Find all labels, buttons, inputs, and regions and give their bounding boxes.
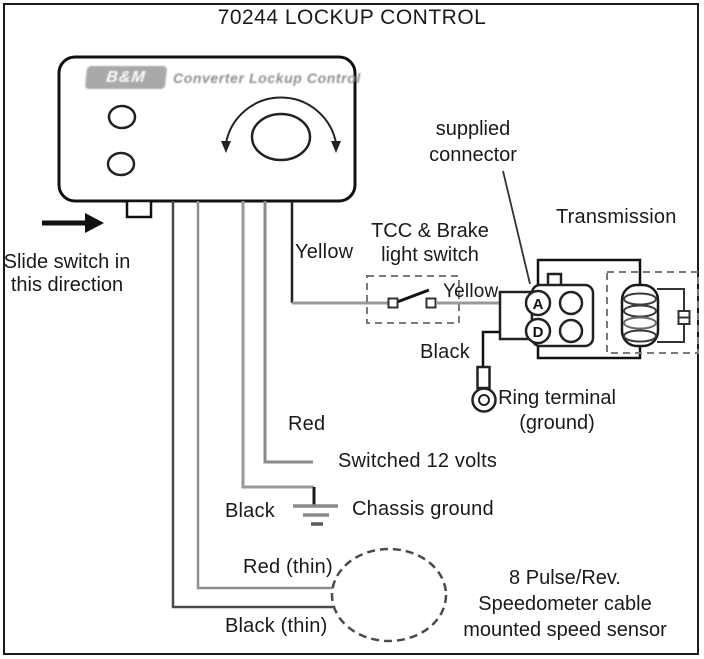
indicator-led-top: [107, 104, 137, 130]
tcc-label-line1: TCC & Brake: [371, 220, 489, 242]
slide-switch-note-line2: this direction: [10, 274, 124, 296]
slide-switch-note: Slide switch in this direction: [2, 251, 132, 297]
brand-badge: B&M: [84, 66, 168, 89]
yellow-wire-label: Yellow: [295, 241, 354, 263]
switch-terminal-left: [387, 297, 399, 309]
ring-terminal-label: Ring terminal (ground): [491, 386, 623, 436]
black-thin-wire: [171, 201, 334, 609]
tcc-brake-switch-label: TCC & Brake light switch: [364, 219, 496, 267]
switched-12v-label: Switched 12 volts: [338, 450, 498, 472]
chassis-ground-label: Chassis ground: [352, 498, 494, 520]
speed-sensor-ellipse: [330, 547, 448, 643]
supplied-label-line1: supplied: [435, 118, 511, 140]
red-thin-wire: [196, 201, 333, 590]
speed-sensor-label-line2: Speedometer cable: [478, 593, 652, 615]
speed-sensor-label-line1: 8 Pulse/Rev.: [509, 567, 621, 589]
pin-d-label: D: [533, 324, 544, 341]
switch-terminal-right: [425, 297, 437, 309]
black-ring-wire: [481, 330, 500, 367]
speed-sensor-label-line3: mounted speed sensor: [463, 619, 667, 641]
slide-switch-tab: [125, 199, 153, 219]
coil-loop-4: [623, 329, 657, 343]
transmission-dashed-box: [606, 271, 699, 354]
arc-arrowhead-right: [331, 141, 341, 153]
ring-terminal-hole: [478, 394, 490, 406]
pin-a-wire: [536, 258, 642, 291]
indicator-led-bottom: [106, 151, 136, 177]
solenoid-bypass-wire: [657, 288, 685, 343]
ring-terminal-label-line1: Ring terminal: [498, 387, 616, 409]
ring-terminal-barrel: [476, 365, 491, 390]
red-thin-wire-label: Red (thin): [243, 556, 333, 578]
black-wire-label: Black: [225, 500, 275, 522]
adjustment-knob: [250, 112, 312, 162]
arc-arrowhead-left: [221, 141, 231, 153]
supplied-connector-label: supplied connector: [407, 116, 539, 168]
slide-switch-note-line1: Slide switch in: [3, 251, 131, 273]
tcc-label-line2: light switch: [381, 244, 479, 266]
connector-pin-bottom-right: [558, 318, 584, 344]
connector-pin-a: [524, 289, 552, 317]
coil-loop-3: [623, 316, 657, 330]
black-connector-wire-label: Black: [420, 341, 470, 363]
red-12v-wire: [263, 201, 313, 464]
connector-pin-top-right: [558, 290, 584, 316]
brand-script-text: Converter Lockup Control: [173, 70, 361, 86]
speed-sensor-label: 8 Pulse/Rev. Speedometer cable mounted s…: [452, 565, 678, 643]
red-wire-label: Red: [288, 413, 326, 435]
yellow-at-switch-label: Yellow: [443, 281, 499, 302]
connector-pin-d: [524, 317, 552, 345]
knob-rotation-arc: [225, 96, 337, 144]
black-thin-wire-label: Black (thin): [225, 615, 328, 637]
supplied-label-line2: connector: [429, 144, 517, 166]
switch-dashed-box: [366, 275, 460, 324]
direction-arrow-head: [85, 213, 104, 233]
black-ground-wire: [241, 201, 314, 489]
supplied-connector-pointer: [502, 170, 531, 285]
ring-terminal-label-line2: (ground): [519, 412, 595, 434]
switch-lever: [396, 288, 430, 304]
pin-a-label: A: [533, 296, 544, 313]
transmission-label: Transmission: [556, 206, 677, 228]
diagram-title: 70244 LOCKUP CONTROL: [217, 6, 487, 29]
